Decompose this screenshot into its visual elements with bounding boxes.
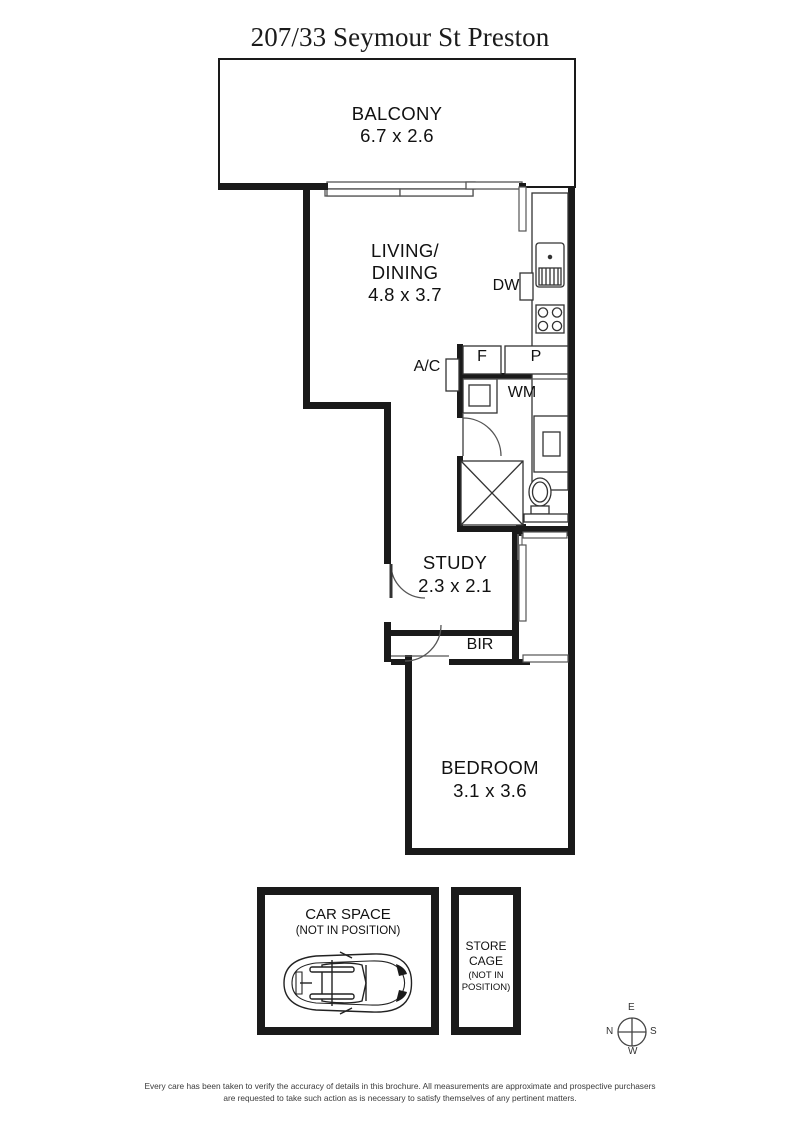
toilet-cistern (530, 505, 550, 515)
car-space-box (257, 887, 439, 1035)
room-label-bedroom: BEDROOM (441, 757, 539, 778)
bedroom-door-arc (404, 624, 442, 662)
vanity (523, 513, 569, 523)
footer-line-2: are requested to take such action as is … (223, 1093, 577, 1103)
balcony-outline (218, 58, 576, 188)
fixture-label-fridge: F (477, 348, 487, 365)
sliding-door-assembly (324, 181, 523, 197)
laundry-kitchen-cabinets (445, 345, 569, 473)
page-title: 207/33 Seymour St Preston (250, 22, 550, 52)
footer-line-1: Every care has been taken to verify the … (144, 1081, 656, 1091)
fixture-label-washing-machine: WM (507, 384, 537, 401)
compass-rose (617, 1017, 647, 1047)
room-label-study: STUDY (422, 552, 488, 573)
car-space-title: CAR SPACE (305, 906, 391, 923)
room-dim-living: 4.8 x 3.7 (368, 284, 442, 305)
compass-label-north: N (606, 1026, 614, 1037)
store-cage-box (451, 887, 521, 1035)
room-dim-study: 2.3 x 2.1 (418, 575, 492, 596)
windows (518, 186, 569, 663)
interior-thin-lines (391, 378, 568, 657)
fixture-label-air-conditioner: A/C (413, 358, 441, 375)
car-illustration (283, 951, 413, 1015)
store-cage-note-line1: (NOT IN (468, 970, 504, 981)
room-label-living: LIVING/ (371, 240, 439, 261)
pantry-box (504, 345, 569, 375)
bathroom-fittings (460, 460, 569, 526)
fridge-box (462, 345, 502, 375)
room-dim-bedroom: 3.1 x 3.6 (453, 780, 527, 801)
fixture-label-pantry: P (530, 348, 542, 365)
room-dim-balcony: 6.7 x 2.6 (360, 125, 434, 146)
laundry-door-arc (462, 417, 502, 457)
store-cage-note-line2: POSITION) (461, 982, 511, 993)
ac-unit (445, 358, 460, 392)
footer-disclaimer: Every care has been taken to verify the … (0, 1080, 800, 1104)
compass-label-south: S (650, 1026, 657, 1037)
fixture-label-dishwasher: DW (492, 277, 520, 294)
room-label-dining: DINING (371, 262, 439, 283)
car-space-note: (NOT IN POSITION) (295, 925, 401, 937)
compass-label-west: W (628, 1046, 638, 1057)
store-cage-title-line2: CAGE (468, 954, 503, 968)
compass-label-east: E (628, 1002, 635, 1013)
room-label-balcony: BALCONY (351, 103, 443, 124)
store-cage-title-line1: STORE (465, 939, 507, 953)
fixture-label-built-in-robe: BIR (466, 636, 494, 653)
door-swings (389, 417, 523, 662)
